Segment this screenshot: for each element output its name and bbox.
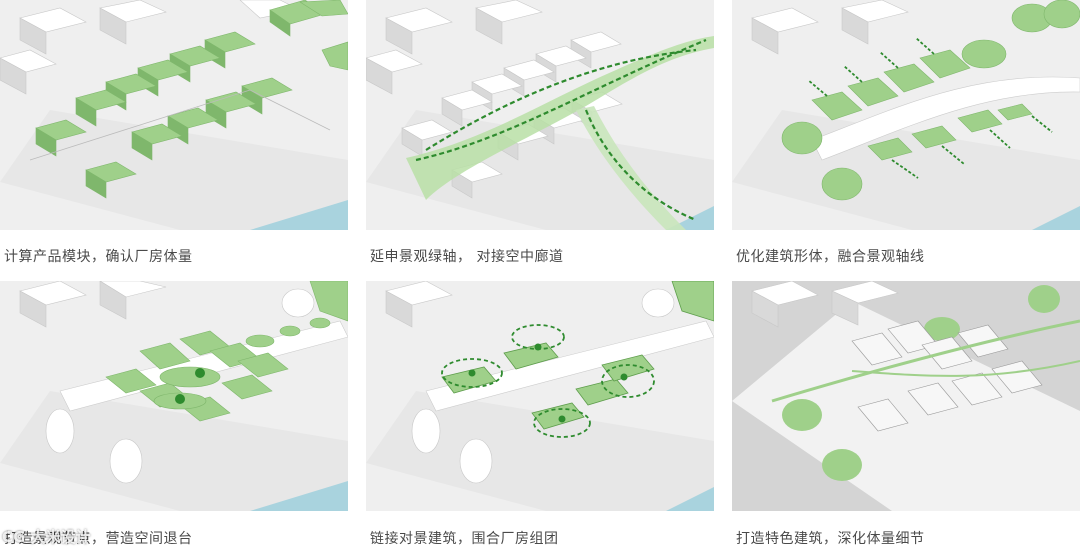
panel-1-diagram (0, 0, 348, 230)
panel-5-diagram (366, 281, 714, 511)
panel-6-caption: 打造特色建筑，深化体量细节 (736, 528, 925, 548)
panel-1-caption: 计算产品模块，确认厂房体量 (4, 246, 193, 266)
panel-5-svg (366, 281, 714, 511)
panel-6-diagram (732, 281, 1080, 511)
panel-3-caption: 优化建筑形体，融合景观轴线 (736, 246, 925, 266)
panel-2-diagram (366, 0, 714, 230)
panel-3-diagram (732, 0, 1080, 230)
watermark: CG 大米设计 (2, 526, 91, 547)
panel-1-svg (0, 0, 348, 230)
panel-3-svg (732, 0, 1080, 230)
panel-2-caption: 延申景观绿轴， 对接空中廊道 (370, 246, 563, 266)
panel-2-svg (366, 0, 714, 230)
panel-4-diagram (0, 281, 348, 511)
panel-4-svg (0, 281, 348, 511)
panel-6-svg (732, 281, 1080, 511)
panel-5-caption: 链接对景建筑，围合厂房组团 (370, 528, 559, 548)
